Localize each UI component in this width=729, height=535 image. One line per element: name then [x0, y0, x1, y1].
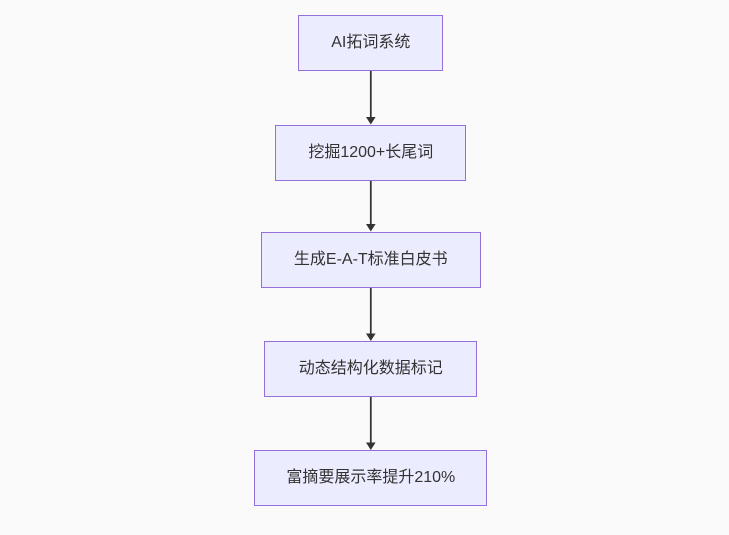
edge-2-3	[366, 180, 376, 232]
node-label: 生成E-A-T标准白皮书	[293, 250, 448, 268]
flowchart-node-ai-keyword-system: AI拓词系统	[298, 15, 444, 71]
edge-4-5	[366, 397, 376, 450]
flowchart-node-eat-whitepaper: 生成E-A-T标准白皮书	[260, 231, 481, 288]
node-label: 富摘要展示率提升210%	[286, 469, 456, 487]
node-label: 动态结构化数据标记	[298, 360, 443, 378]
node-label: AI拓词系统	[331, 34, 411, 52]
flowchart-node-rich-snippet-uplift: 富摘要展示率提升210%	[254, 450, 488, 506]
flowchart-node-structured-data: 动态结构化数据标记	[264, 341, 478, 397]
edge-1-2	[366, 71, 376, 125]
flowchart-node-longtail-mining: 挖掘1200+长尾词	[275, 124, 467, 181]
edge-3-4	[366, 287, 376, 341]
node-label: 挖掘1200+长尾词	[308, 143, 434, 161]
